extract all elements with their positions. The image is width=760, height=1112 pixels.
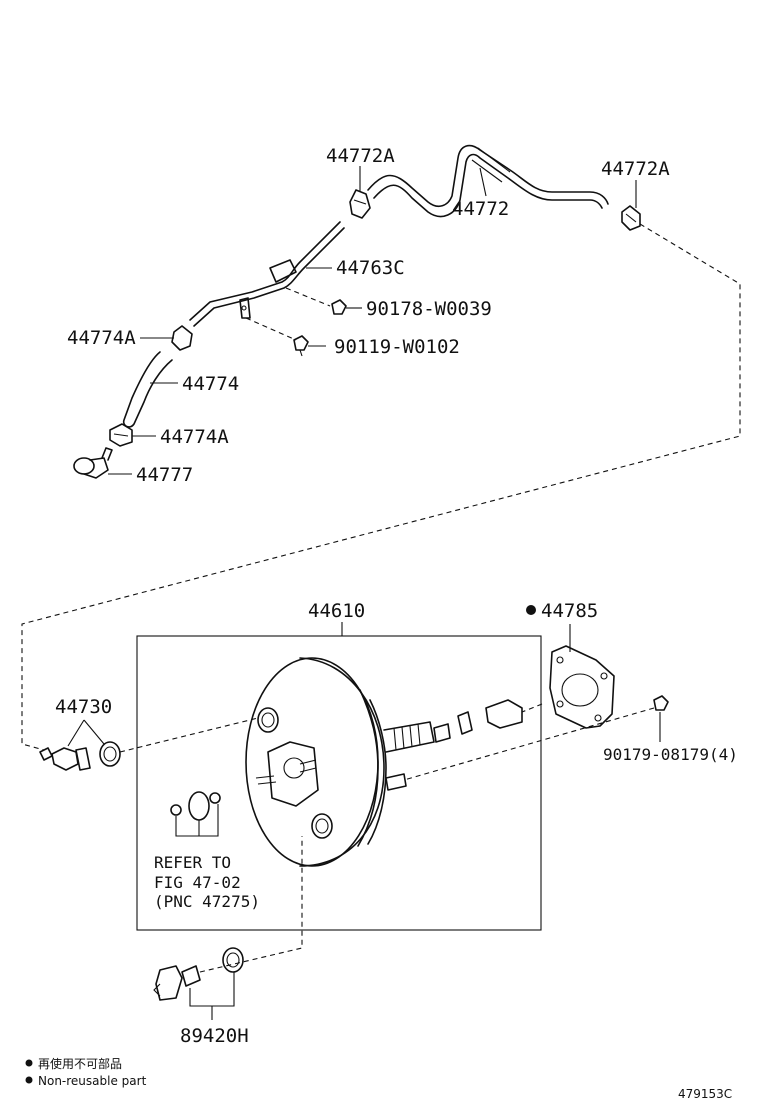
legend-bullet-en: [25, 1076, 33, 1084]
label-44785: 44785: [541, 600, 598, 622]
nut-90178: [331, 299, 347, 315]
label-44774a-upper: 44774A: [67, 327, 136, 349]
check-valve-44730: [39, 741, 121, 771]
label-90119: 90119-W0102: [334, 336, 460, 358]
clamp-44772a-top: [349, 189, 371, 219]
label-44730: 44730: [55, 696, 112, 718]
label-44772: 44772: [452, 198, 509, 220]
o-rings-refer: [170, 791, 221, 821]
assembly-box-44610: [136, 635, 542, 931]
label-44610: 44610: [308, 600, 365, 622]
clamp-44774a-lower: [109, 423, 133, 447]
label-44772a-right: 44772A: [601, 158, 670, 180]
label-44777: 44777: [136, 464, 193, 486]
legend-bullet-jp: [25, 1059, 33, 1067]
figure-id: 479153C: [678, 1087, 732, 1101]
clamp-44772a-right: [621, 205, 641, 231]
pipe-44763c: [189, 221, 345, 327]
label-44774a-lower: 44774A: [160, 426, 229, 448]
nut-90179: [653, 695, 669, 711]
refer-line-2: FIG 47-02: [154, 873, 241, 892]
clamp-44774a-upper: [171, 325, 193, 351]
valve-44777: [73, 447, 113, 479]
label-89420h: 89420H: [180, 1025, 249, 1047]
brake-booster-44610: [245, 657, 451, 867]
label-90178: 90178-W0039: [366, 298, 492, 320]
label-44763c: 44763C: [336, 257, 405, 279]
label-90179: 90179-08179(4): [603, 745, 738, 764]
vacuum-sensor-89420h: [153, 947, 244, 1001]
legend-en: Non-reusable part: [38, 1074, 147, 1088]
label-44774: 44774: [182, 373, 239, 395]
refer-line-1: REFER TO: [154, 853, 231, 872]
gasket-44785: [549, 645, 615, 729]
non-reusable-mark-44785: [526, 605, 536, 615]
bolt-90119: [293, 335, 309, 357]
refer-line-3: (PNC 47275): [154, 892, 260, 911]
clevis: [457, 699, 523, 735]
label-44772a-top: 44772A: [326, 145, 395, 167]
legend-jp: 再使用不可部品: [38, 1056, 122, 1071]
hose-44772: [367, 144, 609, 218]
hose-44774: [122, 351, 173, 428]
